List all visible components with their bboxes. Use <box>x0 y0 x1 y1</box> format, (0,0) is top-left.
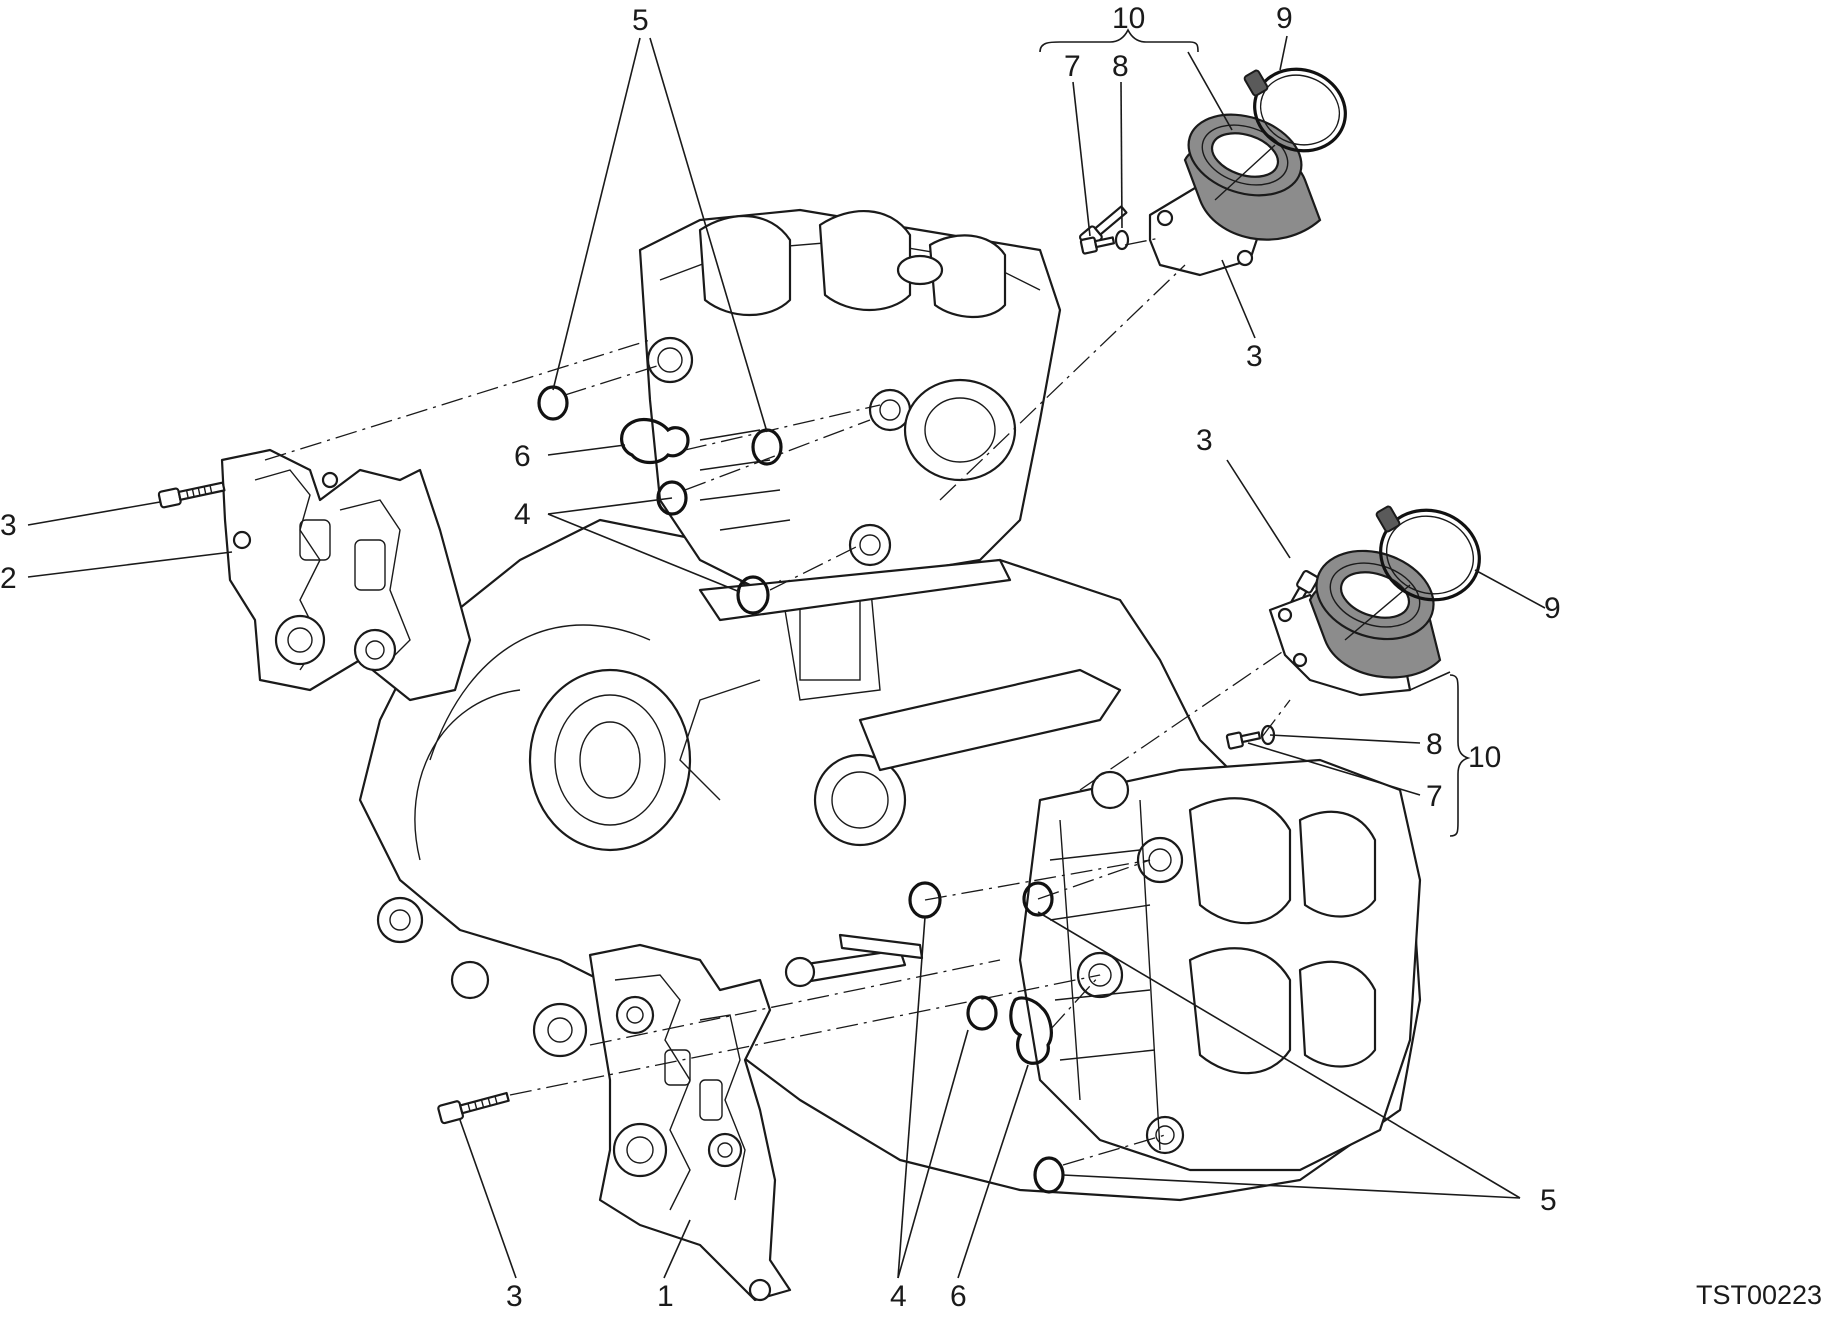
callout-3-right: 3 <box>1196 424 1213 457</box>
callout-3-bottom: 3 <box>506 1280 523 1313</box>
callout-6-left: 6 <box>514 440 531 473</box>
engine-block-icon <box>358 208 1422 1202</box>
callout-3-top-right: 3 <box>1246 340 1263 373</box>
callout-9-right: 9 <box>1544 592 1561 625</box>
callout-9-top: 9 <box>1276 2 1293 35</box>
callout-10-right: 10 <box>1468 741 1501 774</box>
callout-5-top: 5 <box>632 4 649 37</box>
small-screw-icon <box>1079 229 1276 750</box>
callout-2-left: 2 <box>0 562 17 595</box>
callout-8-top: 8 <box>1112 50 1129 83</box>
callout-8-right: 8 <box>1426 728 1443 761</box>
callout-4-left: 4 <box>514 498 531 531</box>
callout-5-bottom-right: 5 <box>1540 1184 1557 1217</box>
gasket-seal-icon <box>620 417 1053 1065</box>
intake-manifold-upper-icon <box>1148 113 1322 277</box>
callout-3-left: 3 <box>0 509 17 542</box>
callout-1-bottom: 1 <box>657 1280 674 1313</box>
callout-6-bottom: 6 <box>950 1280 967 1313</box>
timing-cover-front-icon <box>588 943 792 1302</box>
callout-7-right: 7 <box>1426 780 1443 813</box>
callout-7-top: 7 <box>1064 50 1081 83</box>
leader-lines <box>27 28 1546 1279</box>
intake-manifold-lower-icon <box>1268 549 1442 697</box>
callout-4-bottom: 4 <box>890 1280 907 1313</box>
assembly-centerlines <box>264 237 1291 1166</box>
timing-cover-rear-icon <box>220 448 472 702</box>
drawing-code: TST00223 <box>1696 1280 1822 1310</box>
hose-clamp-upper-icon <box>1243 67 1347 153</box>
callout-labels: 5 10 9 7 8 3 3 9 8 10 7 3 2 6 4 5 3 1 4 … <box>0 2 1561 1313</box>
callout-10-top: 10 <box>1112 2 1145 35</box>
hose-clamp-lower-icon <box>1375 505 1481 602</box>
